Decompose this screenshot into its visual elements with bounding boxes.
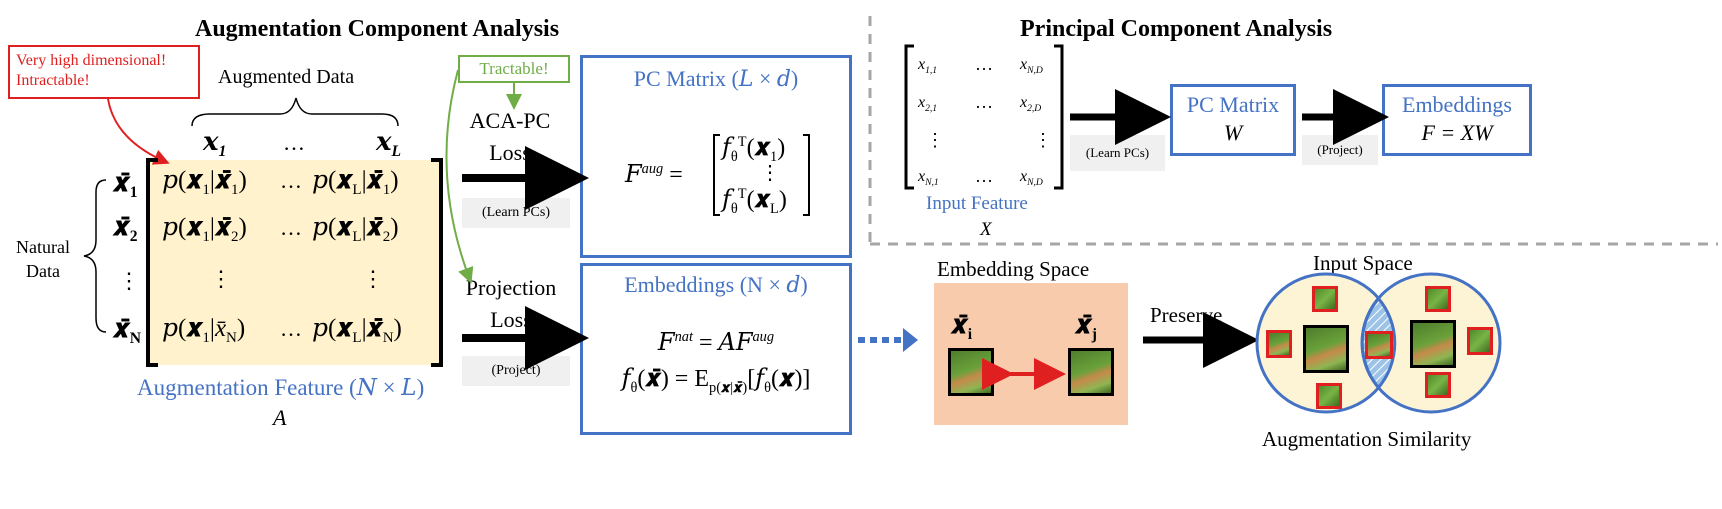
matrix-cell-1-L: 𝑝(𝒙L|𝒙̄1) [312,167,399,198]
row-label-N: 𝒙̄N [113,314,141,348]
pca-embeddings-line-1: Embeddings [1402,92,1512,117]
col-header-dots: … [283,130,305,155]
embedding-xi-label: 𝒙̄i [951,310,973,344]
aug-feature-label: Augmentation Feature (𝑁 × 𝐿) [137,375,425,400]
pca-pc-matrix-box: PC Matrix W [1170,84,1296,156]
embedding-space-label: Embedding Space [937,257,1090,281]
warning-box: Very high dimensional! Intractable! [8,45,200,99]
venn-aug-top-right [1425,286,1451,312]
pca-pc-matrix-line-1: PC Matrix [1186,92,1280,117]
augmentation-matrix [150,160,440,365]
embedding-image-j [1068,348,1114,396]
venn-center-left [1303,325,1349,373]
venn-aug-right [1467,327,1493,355]
input-feature-symbol: X [980,219,992,240]
pc-vector-vdots: ⋮ [760,162,780,184]
matrix-cell-N-L: 𝑝(𝒙L|𝒙̄N) [312,315,402,346]
embedding-image-i [948,348,994,396]
natural-data-brace [83,179,107,333]
warning-arrow [107,98,170,165]
x-entry-2D: x2,D [1020,94,1042,115]
aca-pc-loss-line-1: ACA-PC [469,108,551,133]
aug-feature-symbol: A [273,405,287,430]
x-matrix-left-bracket [904,44,914,190]
matrix-cell-1-1: 𝑝(𝒙1|𝒙̄1) [162,167,247,198]
pc-matrix-title: PC Matrix (𝐿 × 𝑑) [633,66,799,91]
pca-embeddings-box: Embeddings F = XW [1382,84,1532,156]
col-header-x1: 𝒙1 [203,127,227,161]
matrix-a-left-bracket [146,158,158,367]
x-matrix-right-bracket [1054,44,1064,190]
row-label-2: 𝒙̄2 [113,212,138,246]
f-nat-equation: 𝐹nat = 𝐴𝐹aug [657,329,775,356]
pc-vector-entry-L: 𝑓θT(𝒙L) [722,186,787,217]
embeddings-title: Embeddings (N × 𝑑) [624,272,808,297]
aca-title: Augmentation Component Analysis [195,16,560,42]
x-vdots-1: ⋮ [926,130,944,150]
matrix-cell-2-dots: … [280,215,302,240]
x-entry-21: x2,1 [918,94,938,115]
augmented-data-brace [191,97,399,127]
projection-loss-line-1: Projection [465,275,557,300]
matrix-vdots-2: ⋮ [362,266,384,291]
tractable-box: Tractable! [458,55,570,83]
f-theta-equation: 𝑓θ(𝒙̄) = Ep(𝒙|𝒙̄)[𝑓θ(𝒙)] [621,366,811,396]
dotted-blue-arrow-head [903,328,918,352]
warning-line-1: Very high dimensional! [16,52,167,69]
x-entry-1D: xN,D [1020,56,1043,77]
warning-line-2: Intractable! [16,72,90,89]
pc-vector-left-bracket [713,134,720,216]
pc-matrix-box: PC Matrix (𝐿 × 𝑑) 𝐹aug = [580,55,852,258]
matrix-cell-2-1: 𝑝(𝒙1|𝒙̄2) [162,214,247,245]
natural-data-label: Natural Data [8,235,78,283]
venn-aug-bottom-right [1425,372,1451,398]
venn-aug-overlap [1365,331,1393,359]
projection-loss-line-2: Loss [490,307,532,332]
venn-aug-bottom-left [1316,383,1342,409]
pca-pc-matrix-line-2: W [1223,120,1243,145]
pca-embeddings-line-2: F = XW [1421,120,1493,145]
x-vdots-2: ⋮ [1034,130,1052,150]
x-entry-ND: xN,D [1020,168,1043,189]
matrix-cell-N-dots: … [280,316,302,341]
row-label-dots: ⋮ [118,268,140,293]
embedding-xj-label: 𝒙̄j [1075,310,1097,344]
x-entry-N1: xN,1 [918,168,939,189]
augmentation-similarity-label: Augmentation Similarity [1262,427,1472,451]
input-space-label: Input Space [1313,251,1413,275]
matrix-vdots-1: ⋮ [210,266,232,291]
x-entry-2dots: … [975,92,993,112]
input-feature-label: Input Feature [926,193,1028,214]
venn-aug-left [1266,330,1292,358]
matrix-cell-2-L: 𝑝(𝒙L|𝒙̄2) [312,214,399,245]
col-header-xL: 𝒙L [376,127,402,161]
pc-vector-right-bracket [803,134,810,216]
matrix-a-right-bracket [431,158,443,367]
matrix-cell-1-dots: … [280,168,302,193]
venn-center-right [1410,320,1456,368]
pc-vector-entry-1: 𝑓θT(𝒙1) [722,134,786,165]
venn-aug-top-left [1312,286,1338,312]
x-entry-1dots: … [975,54,993,74]
f-aug-equation: 𝐹aug = [625,161,683,188]
natural-data-line-2: Data [26,261,60,281]
matrix-cell-N-1: 𝑝(𝒙1|x̄N) [162,315,246,346]
x-entry-Ndots: … [975,166,993,186]
aca-pc-loss-label: ACA-PC Loss [455,105,565,169]
row-label-1: 𝒙̄1 [113,168,138,202]
augmented-data-label: Augmented Data [218,66,355,88]
aca-pc-loss-line-2: Loss [489,140,531,165]
pca-title: Principal Component Analysis [1020,16,1333,42]
tractable-arrow-curve [445,69,474,284]
embeddings-box: Embeddings (N × 𝑑) 𝐹nat = 𝐴𝐹aug 𝑓θ(𝒙̄) =… [580,263,852,435]
projection-loss-label: Projection Loss [452,272,570,336]
x-entry-11: x1,1 [918,56,938,77]
natural-data-line-1: Natural [16,237,70,257]
